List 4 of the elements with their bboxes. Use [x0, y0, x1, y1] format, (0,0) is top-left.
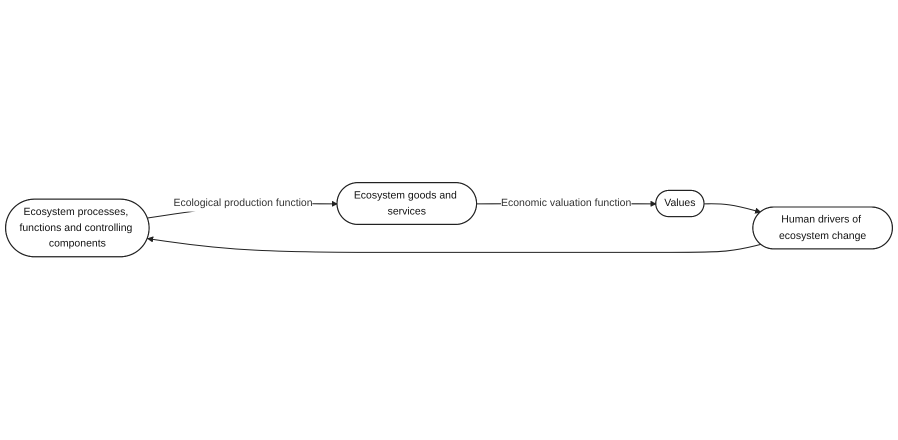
arrow: [147, 236, 761, 254]
edge-label: Ecological production function: [174, 197, 313, 210]
arrow: [704, 204, 762, 214]
edge-label: Economic valuation function: [500, 197, 632, 210]
